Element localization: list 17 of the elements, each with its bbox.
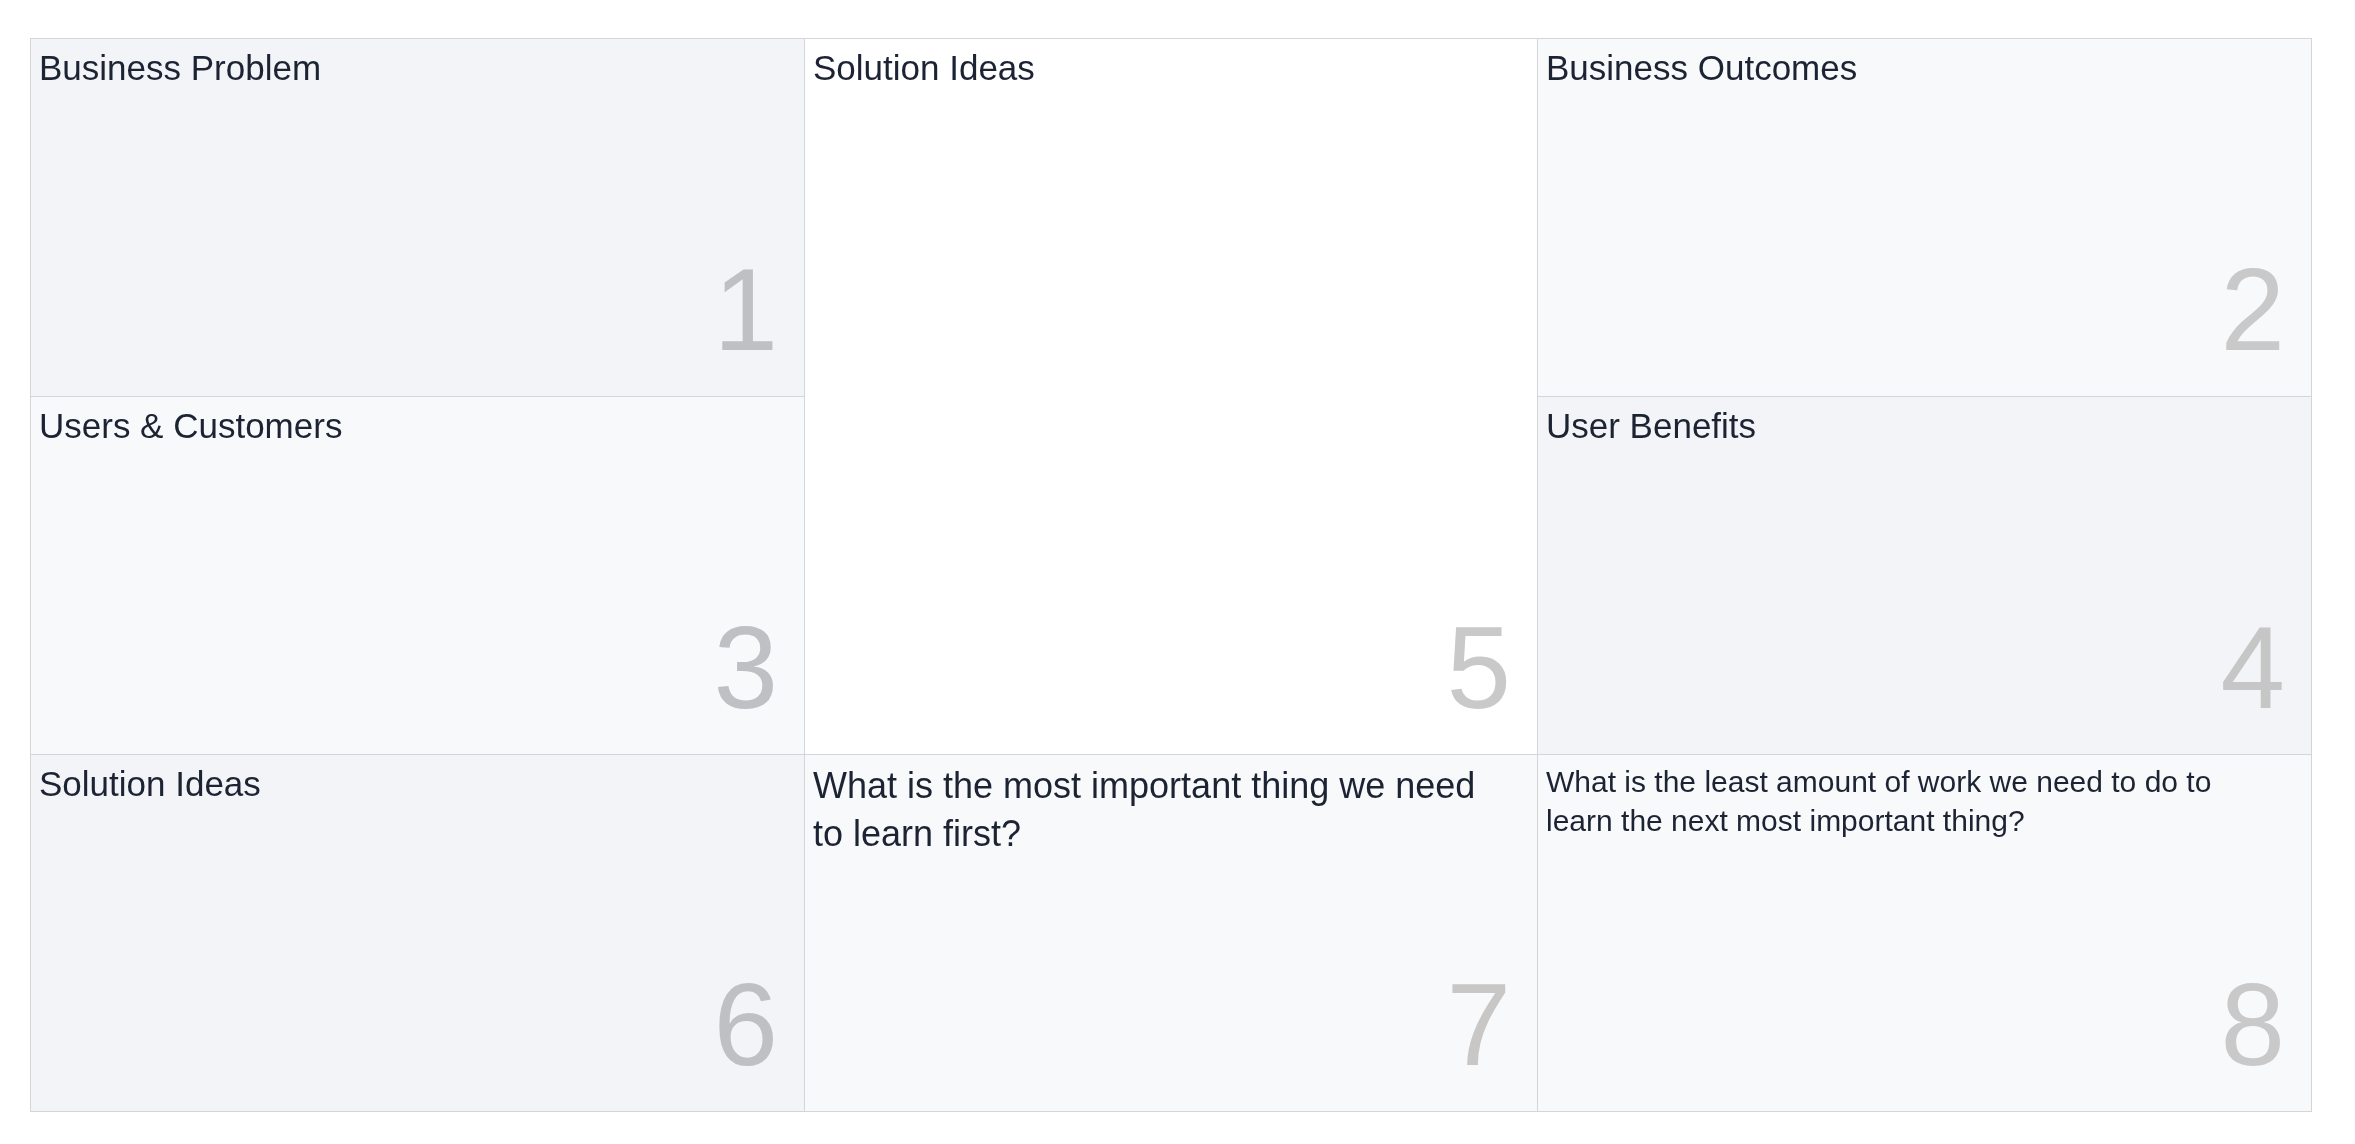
canvas-section — [805, 755, 1537, 1111]
canvas-section — [1538, 755, 2311, 1111]
section-heading: Business Outcomes — [1546, 47, 1858, 89]
section-heading: Solution Ideas — [813, 47, 1035, 89]
canvas-section — [1538, 397, 2311, 754]
canvas-section — [805, 39, 1537, 754]
section-heading: User Benefits — [1546, 405, 1757, 447]
canvas-section — [31, 39, 804, 396]
canvas-section — [31, 755, 804, 1111]
canvas-section — [1538, 39, 2311, 396]
section-number: 3 — [713, 618, 778, 718]
section-heading: Business Problem — [39, 47, 322, 89]
section-heading: What is the least amount of work we need to do to learn the next most important thing? — [1546, 764, 2213, 839]
section-heading: What is the most important thing we need to learn first? — [813, 764, 1477, 856]
section-heading: Solution Ideas — [39, 763, 261, 805]
section-heading: Users & Customers — [39, 405, 343, 447]
canvas-section — [31, 397, 804, 754]
